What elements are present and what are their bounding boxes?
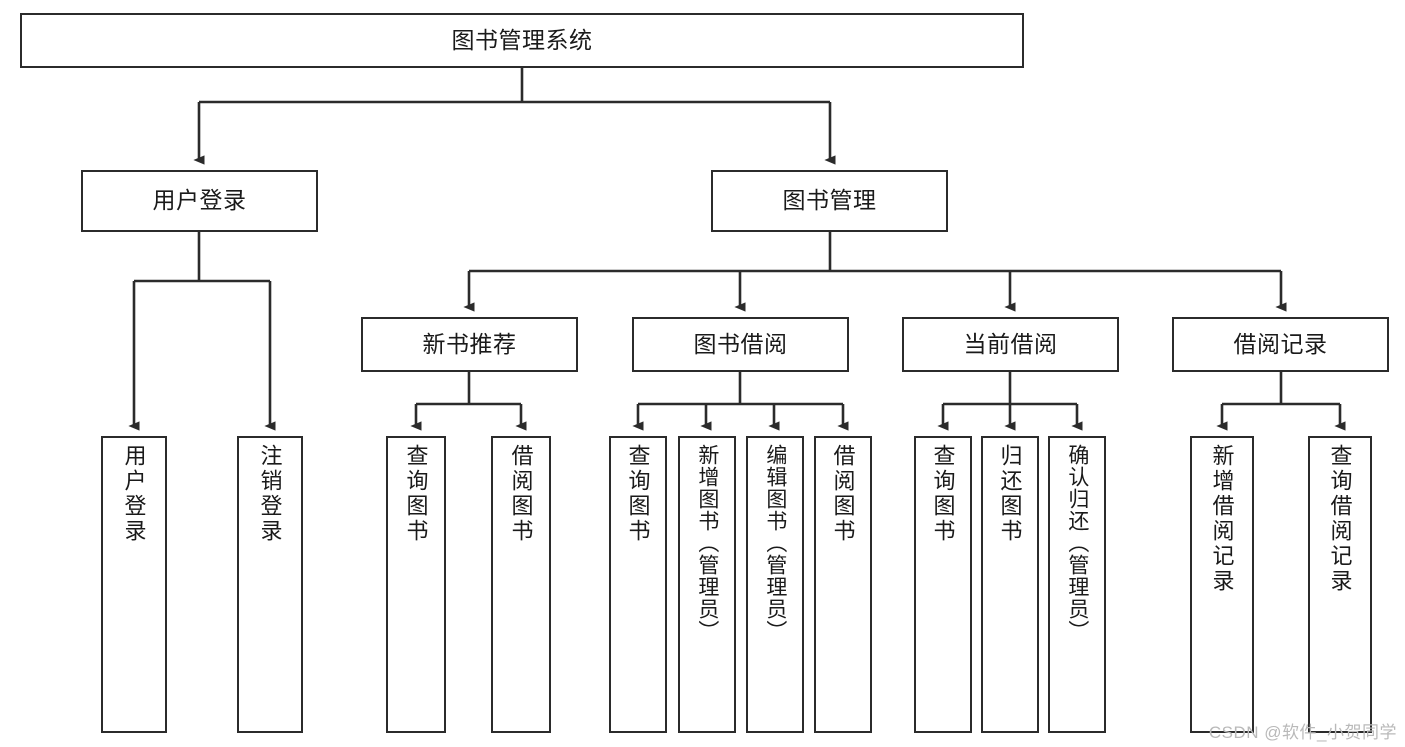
node-root-label: 图书管理系统 (451, 26, 593, 53)
node-leaf-confirm-return[interactable]: 确认归还（管理员） (1048, 436, 1106, 733)
node-leaf-borrow-book-2[interactable]: 借阅图书 (814, 436, 872, 733)
node-user-login[interactable]: 用户登录 (81, 170, 318, 232)
node-leaf-query-record-label: 查询借阅记录 (1327, 444, 1353, 594)
node-borrow-record-label: 借阅记录 (1233, 330, 1328, 357)
node-book-manage-label: 图书管理 (782, 187, 877, 214)
node-leaf-logout[interactable]: 注销登录 (237, 436, 303, 733)
node-user-login-label: 用户登录 (152, 187, 247, 214)
node-leaf-query-book-2[interactable]: 查询图书 (609, 436, 667, 733)
node-leaf-confirm-return-label: 确认归还（管理员） (1065, 444, 1089, 642)
node-leaf-add-book[interactable]: 新增图书（管理员） (678, 436, 736, 733)
node-leaf-user-login[interactable]: 用户登录 (101, 436, 167, 733)
node-leaf-add-record[interactable]: 新增借阅记录 (1190, 436, 1254, 733)
node-leaf-edit-book-label: 编辑图书（管理员） (763, 444, 787, 642)
node-leaf-query-book-3[interactable]: 查询图书 (914, 436, 972, 733)
node-leaf-user-login-label: 用户登录 (121, 444, 147, 544)
node-borrow-record[interactable]: 借阅记录 (1172, 317, 1389, 372)
node-leaf-add-book-label: 新增图书（管理员） (695, 444, 719, 642)
node-current-borrow[interactable]: 当前借阅 (902, 317, 1119, 372)
node-leaf-borrow-book-2-label: 借阅图书 (830, 444, 856, 544)
node-book-borrow-label: 图书借阅 (693, 330, 788, 357)
node-leaf-query-book-3-label: 查询图书 (930, 444, 956, 544)
watermark: CSDN @软件_小贺同学 (1208, 723, 1397, 742)
node-leaf-logout-label: 注销登录 (257, 444, 283, 544)
node-leaf-query-book-1[interactable]: 查询图书 (386, 436, 446, 733)
node-book-manage[interactable]: 图书管理 (711, 170, 948, 232)
node-root[interactable]: 图书管理系统 (20, 13, 1024, 68)
node-book-borrow[interactable]: 图书借阅 (632, 317, 849, 372)
node-leaf-query-record[interactable]: 查询借阅记录 (1308, 436, 1372, 733)
node-leaf-return-book-label: 归还图书 (997, 444, 1023, 544)
node-leaf-query-book-2-label: 查询图书 (625, 444, 651, 544)
node-new-book-rec[interactable]: 新书推荐 (361, 317, 578, 372)
node-current-borrow-label: 当前借阅 (963, 330, 1058, 357)
node-leaf-return-book[interactable]: 归还图书 (981, 436, 1039, 733)
node-new-book-rec-label: 新书推荐 (422, 330, 517, 357)
node-leaf-edit-book[interactable]: 编辑图书（管理员） (746, 436, 804, 733)
node-leaf-add-record-label: 新增借阅记录 (1209, 444, 1235, 594)
node-leaf-borrow-book-1-label: 借阅图书 (508, 444, 534, 544)
node-leaf-borrow-book-1[interactable]: 借阅图书 (491, 436, 551, 733)
node-leaf-query-book-1-label: 查询图书 (403, 444, 429, 544)
